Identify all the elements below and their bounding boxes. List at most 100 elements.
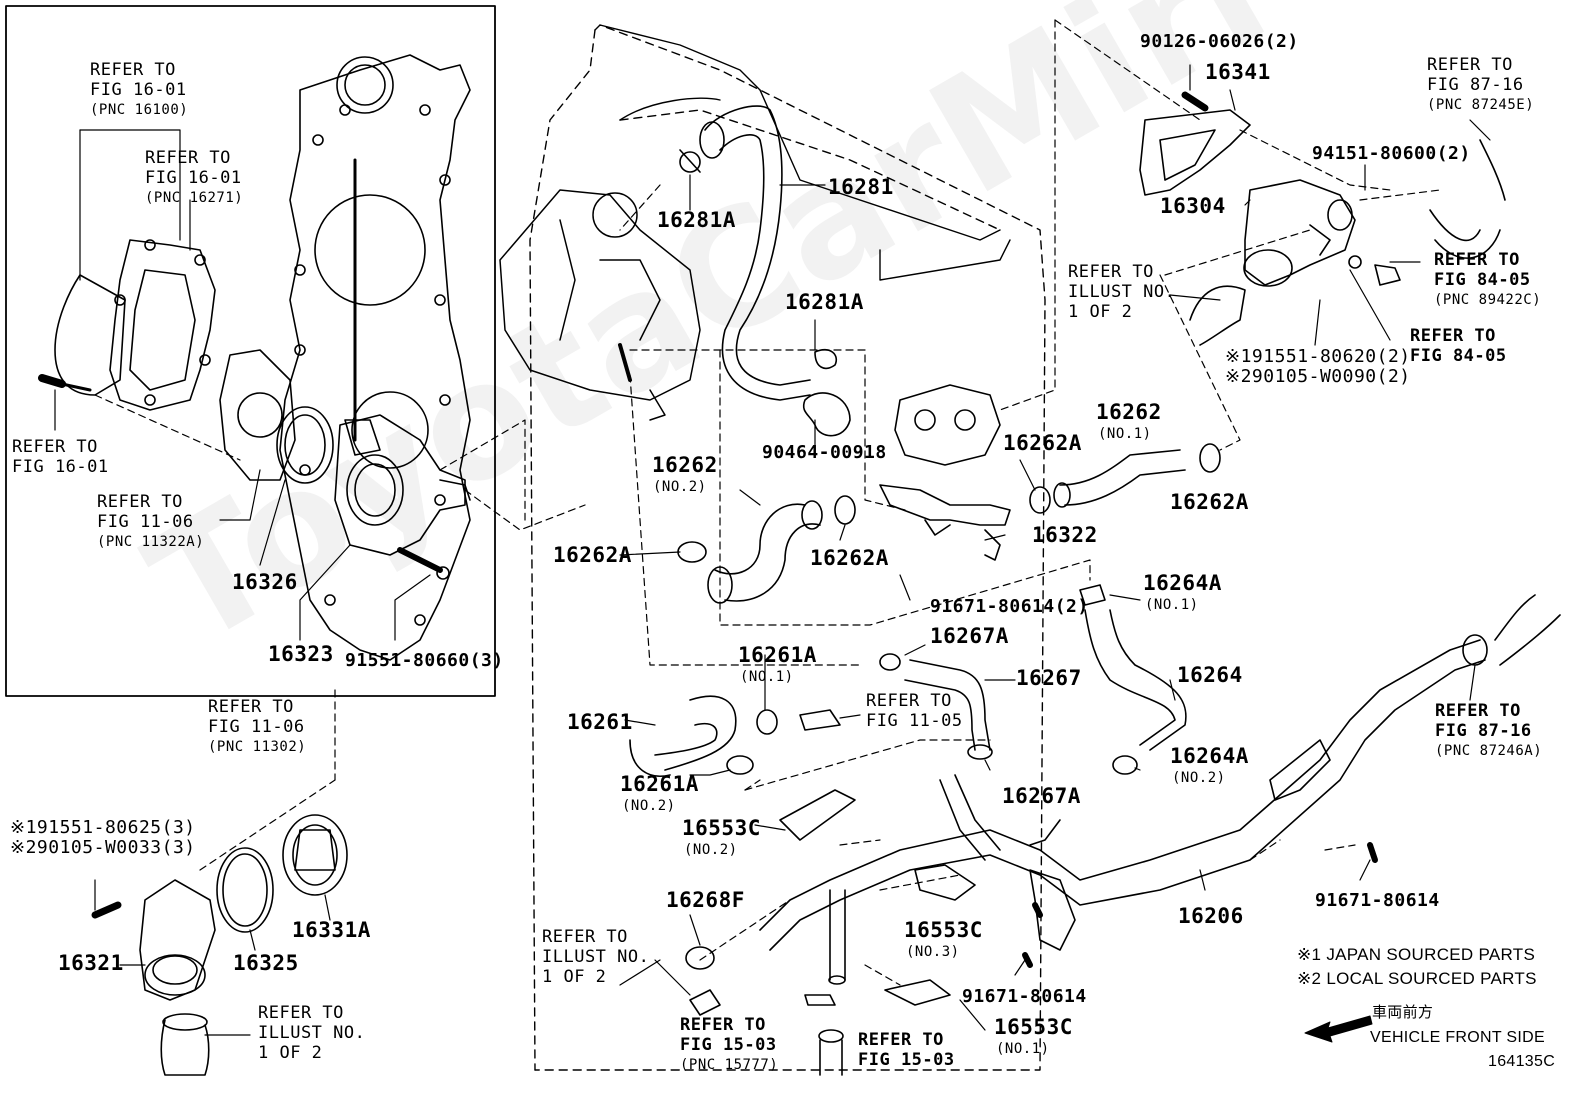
gasket-16341 — [1139, 109, 1251, 196]
ref-fig-15-03-a: REFER TO FIG 15-03 (PNC 15777) — [680, 1015, 778, 1075]
ref-line: (PNC 89422C) — [1434, 292, 1542, 308]
part-16322[interactable]: 16322 — [1032, 523, 1098, 547]
part-16281A-lower[interactable]: 16281A — [785, 290, 864, 314]
part-90105-W0033[interactable]: ※290105-W0033(3) — [10, 837, 196, 858]
ref-line: REFER TO — [1435, 701, 1521, 721]
part-16264[interactable]: 16264 — [1177, 663, 1243, 687]
leaders-left — [54, 129, 431, 641]
ref-line: REFER TO — [208, 697, 294, 717]
ref-illust-1-of-2-a: REFER TO ILLUST NO. 1 OF 2 — [258, 1003, 365, 1063]
hose-16267 — [904, 659, 991, 751]
ref-line: REFER TO — [145, 148, 231, 168]
ref-fig-11-06-b: REFER TO FIG 11-06 (PNC 11302) — [208, 697, 306, 757]
part-91551-80660[interactable]: 91551-80660(3) — [345, 650, 504, 671]
ref-line: REFER TO — [866, 691, 952, 711]
thermostat-housing-16321 — [139, 879, 216, 1001]
part-16262-no2[interactable]: 16262 — [652, 453, 718, 477]
part-94151-80600[interactable]: 94151-80600(2) — [1312, 143, 1471, 164]
part-90464-00918[interactable]: 90464-00918 — [762, 442, 887, 463]
leaders-center — [119, 64, 1491, 1036]
ref-line: REFER TO — [1427, 55, 1513, 75]
dashed-connectors — [619, 19, 1441, 986]
part-16326[interactable]: 16326 — [232, 570, 298, 594]
ref-line: FIG 15-03 — [680, 1035, 777, 1055]
housing-16304 — [1243, 179, 1356, 287]
engine-block-outline — [529, 24, 1046, 1071]
part-16281A-upper[interactable]: 16281A — [657, 208, 736, 232]
part-16264A-no1-sub: (NO.1) — [1145, 597, 1199, 613]
part-90126-06026[interactable]: 90126-06026(2) — [1140, 31, 1299, 52]
part-16325[interactable]: 16325 — [233, 951, 299, 975]
bracket-16553C-no1 — [884, 979, 951, 1006]
part-16261[interactable]: 16261 — [567, 710, 633, 734]
ref-line: (PNC 11322A) — [97, 534, 205, 550]
ref-line: FIG 11-06 — [208, 717, 305, 737]
stud-90126 — [1181, 91, 1209, 112]
ref-line: FIG 16-01 — [12, 457, 109, 477]
o-ring-16268F — [685, 946, 715, 970]
part-16206[interactable]: 16206 — [1178, 904, 1244, 928]
sensor-89422C — [1348, 255, 1401, 286]
part-91671-80614-2[interactable]: 91671-80614(2) — [930, 596, 1089, 617]
part-91671-80614-a[interactable]: 91671-80614 — [962, 986, 1087, 1007]
hose-stub-center-right — [1189, 285, 1246, 346]
part-16261A-no2[interactable]: 16261A — [620, 772, 699, 796]
timing-cover — [279, 54, 471, 661]
part-16553C-no3-sub: (NO.3) — [906, 944, 960, 960]
water-pump — [54, 239, 296, 481]
part-90105-W0090[interactable]: ※290105-W0090(2) — [1225, 366, 1411, 387]
clamp-16262A-mid — [834, 495, 856, 525]
note-japan-sourced: ※1 JAPAN SOURCED PARTS — [1297, 945, 1536, 964]
inset-frame — [5, 5, 496, 697]
part-16553C-no3[interactable]: 16553C — [904, 918, 983, 942]
ref-line: (PNC 16100) — [90, 102, 189, 118]
part-16553C-no1-sub: (NO.1) — [996, 1041, 1050, 1057]
part-16262A-right1[interactable]: 16262A — [1003, 431, 1082, 455]
note-local-sourced: ※2 LOCAL SOURCED PARTS — [1297, 969, 1537, 988]
front-arrow-icon — [1304, 1015, 1373, 1043]
part-16262A-mid[interactable]: 16262A — [810, 546, 889, 570]
part-16281[interactable]: 16281 — [828, 175, 894, 199]
ref-line: 1 OF 2 — [258, 1043, 323, 1063]
ref-line: ILLUST NO. — [542, 947, 650, 967]
ref-line: (PNC 87246A) — [1435, 743, 1543, 759]
part-16323[interactable]: 16323 — [268, 642, 334, 666]
ref-line: REFER TO — [1410, 326, 1496, 346]
part-16268F[interactable]: 16268F — [666, 888, 745, 912]
ref-line: ILLUST NO. — [258, 1023, 366, 1043]
part-91671-80614-b[interactable]: 91671-80614 — [1315, 890, 1440, 911]
part-16267A-top[interactable]: 16267A — [930, 624, 1009, 648]
clamp-16267A-bottom — [967, 744, 993, 760]
ref-line: REFER TO — [680, 1015, 766, 1035]
bracket-16553C-no3 — [914, 864, 976, 901]
part-16262A-left[interactable]: 16262A — [553, 543, 632, 567]
part-16264A-no1[interactable]: 16264A — [1143, 571, 1222, 595]
part-16267A-bottom[interactable]: 16267A — [1002, 784, 1081, 808]
ref-fig-84-05-a: REFER TO FIG 84-05 (PNC 89422C) — [1434, 250, 1541, 310]
part-91551-80625[interactable]: ※191551-80625(3) — [10, 817, 196, 838]
part-16341[interactable]: 16341 — [1205, 60, 1271, 84]
part-16553C-no1[interactable]: 16553C — [994, 1015, 1073, 1039]
clamp-16262A-right2 — [1199, 443, 1221, 473]
part-16553C-no2[interactable]: 16553C — [682, 816, 761, 840]
part-16261A-no1[interactable]: 16261A — [738, 643, 817, 667]
ref-line: REFER TO — [97, 492, 183, 512]
bracket-16553C-no2 — [779, 789, 856, 841]
part-16262-no1[interactable]: 16262 — [1096, 400, 1162, 424]
clamp-16262A-left — [677, 541, 707, 563]
part-16321[interactable]: 16321 — [58, 951, 124, 975]
pipe-16206 — [759, 594, 1561, 951]
part-16304[interactable]: 16304 — [1160, 194, 1226, 218]
clamp-16261A-no2 — [726, 755, 754, 775]
ref-fig-11-06-a: REFER TO FIG 11-06 (PNC 11322A) — [97, 492, 204, 552]
part-16331A[interactable]: 16331A — [292, 918, 371, 942]
ref-line: FIG 87-16 — [1427, 75, 1524, 95]
part-16262A-right2[interactable]: 16262A — [1170, 490, 1249, 514]
ref-line: REFER TO — [12, 437, 98, 457]
part-16267[interactable]: 16267 — [1016, 666, 1082, 690]
part-16264A-no2[interactable]: 16264A — [1170, 744, 1249, 768]
part-16261A-no1-sub: (NO.1) — [740, 669, 794, 685]
part-91551-80620[interactable]: ※191551-80620(2) — [1225, 346, 1411, 367]
ref-line: FIG 84-05 — [1434, 270, 1531, 290]
dashed-left — [94, 394, 586, 871]
